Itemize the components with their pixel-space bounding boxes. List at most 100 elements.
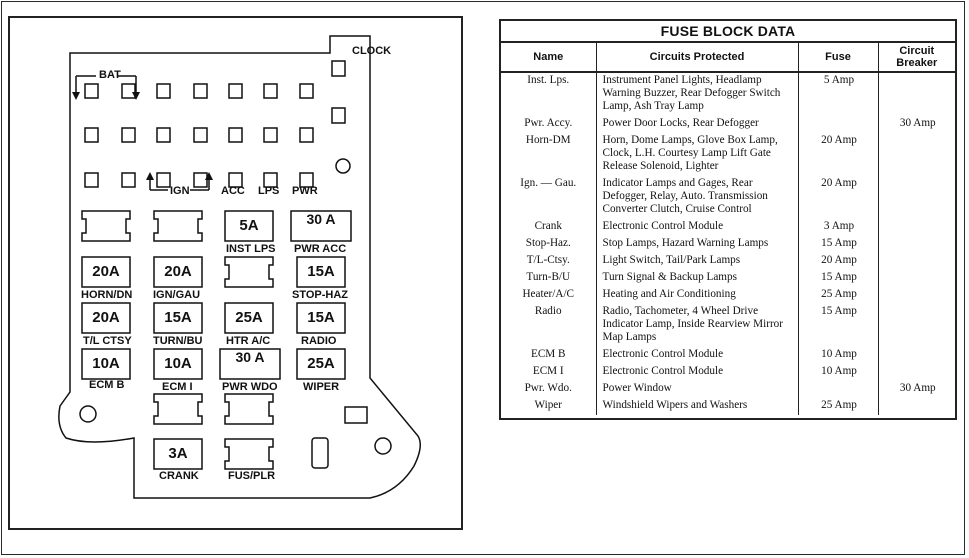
row-circuits: Electronic Control Module	[596, 347, 799, 364]
row-name: T/L-Ctsy.	[501, 253, 597, 270]
row-fuse: 10 Amp	[798, 347, 879, 364]
fuse-value-htr-ac: 25A	[235, 309, 263, 326]
fuse-block-drawing	[58, 35, 421, 499]
fuse-label-horn-dn: HORN/DN	[81, 289, 133, 301]
table-row: Inst. Lps.Instrument Panel Lights, Headl…	[501, 72, 955, 116]
fuse-label-ecm-b: ECM B	[89, 379, 125, 391]
fuse-block-diagram: BAT CLOCK IGN ACC LPS PWR 5A 30 A 20A 20…	[8, 16, 463, 530]
fuse-value-pwr-acc: 30 A	[306, 211, 336, 227]
row-name: ECM B	[501, 347, 597, 364]
fuse-value-stop-haz: 15A	[307, 263, 335, 280]
lps-label: LPS	[258, 185, 280, 197]
table-title: FUSE BLOCK DATA	[501, 21, 956, 43]
fuse-label-wiper: WIPER	[303, 381, 340, 393]
row-name: Pwr. Accy.	[501, 116, 597, 133]
fuse-value-ecm-i: 10A	[164, 355, 192, 372]
row-breaker	[878, 219, 955, 236]
fuse-value-horn-dn: 20A	[92, 263, 120, 280]
fuse-label-pwr-wdo: PWR WDO	[222, 381, 278, 393]
table-row: Stop-Haz.Stop Lamps, Hazard Warning Lamp…	[501, 236, 955, 253]
fuse-label-tl-ctsy: T/L CTSY	[83, 335, 132, 347]
row-name: Wiper	[501, 398, 597, 415]
row-breaker	[878, 72, 955, 116]
fuse-value-ign-gau: 20A	[164, 263, 192, 280]
row-fuse: 15 Amp	[798, 270, 879, 287]
fuse-label-htr-ac: HTR A/C	[226, 335, 271, 347]
ign-label: IGN	[170, 185, 190, 197]
fuse-value-radio: 15A	[307, 309, 335, 326]
header-breaker: Circuit Breaker	[878, 42, 956, 73]
row-fuse: 5 Amp	[798, 72, 879, 116]
fuse-label-ecm-i: ECM I	[162, 381, 193, 393]
fuse-value-crank: 3A	[168, 445, 188, 462]
fuse-label-stop-haz: STOP-HAZ	[292, 289, 349, 301]
row-circuits: Indicator Lamps and Gages, Rear Defogger…	[596, 176, 799, 219]
row-fuse: 15 Amp	[798, 304, 879, 347]
fuse-value-inst-lps: 5A	[239, 217, 259, 234]
fuse-value-wiper: 25A	[307, 355, 335, 372]
row-circuits: Radio, Tachometer, 4 Wheel Drive Indicat…	[596, 304, 799, 347]
row-circuits: Instrument Panel Lights, Headlamp Warnin…	[596, 72, 799, 116]
header-fuse: Fuse	[798, 42, 879, 73]
table-body: Inst. Lps.Instrument Panel Lights, Headl…	[501, 72, 955, 415]
acc-label: ACC	[221, 185, 245, 197]
row-circuits: Stop Lamps, Hazard Warning Lamps	[596, 236, 799, 253]
row-breaker	[878, 253, 955, 270]
fuse-bodies	[81, 210, 352, 470]
fuse-value-tl-ctsy: 20A	[92, 309, 120, 326]
row-name: Radio	[501, 304, 597, 347]
row-name: Heater/A/C	[501, 287, 597, 304]
row-breaker	[878, 236, 955, 253]
fuse-value-turn-bu: 15A	[164, 309, 192, 326]
fuse-label-crank: CRANK	[159, 470, 199, 482]
row-circuits: Electronic Control Module	[596, 364, 799, 381]
fuse-label-turn-bu: TURN/BU	[153, 335, 203, 347]
mount-hole-right	[374, 437, 392, 455]
fuse-label-fus-plr: FUS/PLR	[228, 470, 276, 482]
row-name: Inst. Lps.	[501, 72, 597, 116]
pwr-label: PWR	[292, 185, 318, 197]
fuse-label-pwr-acc: PWR ACC	[294, 243, 347, 255]
row-fuse: 20 Amp	[798, 133, 879, 176]
fuse-value-ecm-b: 10A	[92, 355, 120, 372]
clock-label: CLOCK	[352, 45, 392, 57]
row-name: Ign. — Gau.	[501, 176, 597, 219]
row-breaker	[878, 347, 955, 364]
row-breaker	[878, 176, 955, 219]
mount-hole-top	[335, 158, 351, 174]
fuse-block-data-table: FUSE BLOCK DATA Name Circuits Protected …	[499, 19, 957, 420]
row-circuits: Heating and Air Conditioning	[596, 287, 799, 304]
clock-terminal	[331, 60, 346, 77]
row-fuse	[798, 116, 879, 133]
row-fuse: 25 Amp	[798, 287, 879, 304]
row-breaker	[878, 398, 955, 415]
row-fuse: 15 Amp	[798, 236, 879, 253]
mount-hole-left	[79, 405, 97, 423]
row-name: Horn-DM	[501, 133, 597, 176]
bat-label: BAT	[99, 69, 121, 81]
row-fuse: 3 Amp	[798, 219, 879, 236]
fuse-block-outline	[58, 35, 421, 499]
row-circuits: Power Window	[596, 381, 799, 398]
clock-terminal-2	[331, 107, 346, 124]
bat-bracket	[72, 75, 140, 100]
row-name: ECM I	[501, 364, 597, 381]
row-breaker: 30 Amp	[899, 382, 936, 394]
row-circuits: Horn, Dome Lamps, Glove Box Lamp, Clock,…	[596, 133, 799, 176]
row-breaker: 30 Amp	[899, 117, 936, 129]
header-circuits: Circuits Protected	[596, 42, 799, 73]
row-name: Pwr. Wdo.	[501, 381, 597, 398]
table-row: Pwr. Accy.Power Door Locks, Rear Defogge…	[501, 116, 955, 133]
row-breaker	[878, 304, 955, 347]
row-breaker	[878, 287, 955, 304]
